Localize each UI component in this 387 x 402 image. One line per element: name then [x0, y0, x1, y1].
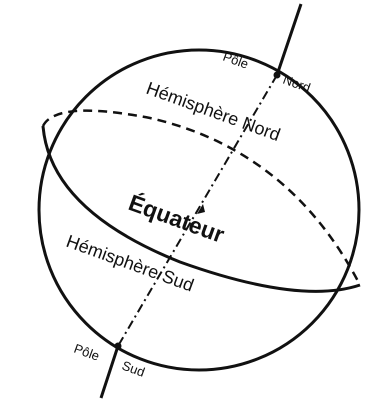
axis-south-outside	[101, 346, 118, 398]
label-pole-nord-pole: Pôle	[221, 49, 251, 72]
axis-north-outside	[277, 4, 301, 75]
label-pole-nord-nord: Nord	[281, 72, 313, 96]
label-hemisphere-sud: Hémisphère Sud	[64, 231, 197, 296]
label-hemisphere-nord: Hémisphère Nord	[144, 78, 283, 145]
north-pole-dot	[274, 72, 281, 79]
south-pole-dot	[115, 343, 122, 350]
label-equateur: Équateur	[125, 188, 228, 247]
label-pole-sud-pole: Pôle	[72, 341, 102, 364]
